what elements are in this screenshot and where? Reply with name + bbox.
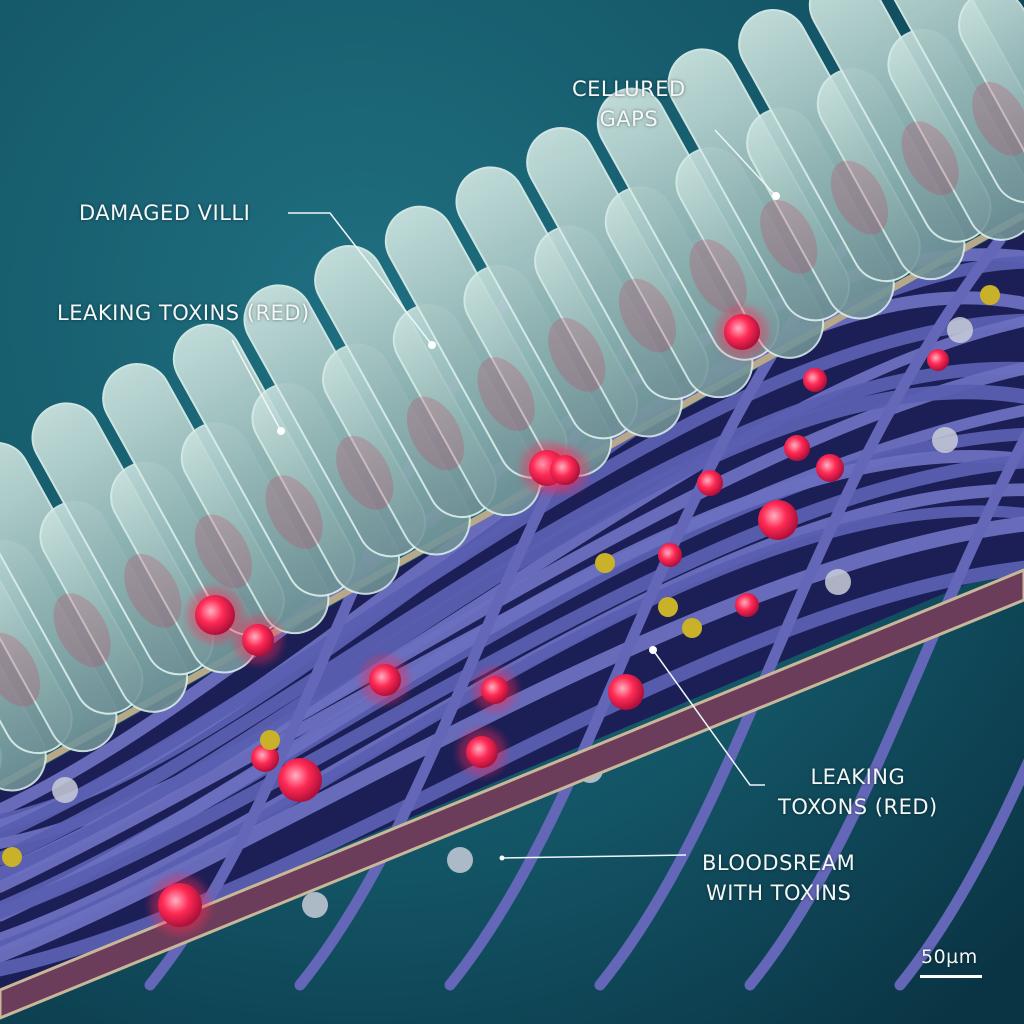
toxin-particle — [608, 674, 644, 710]
white-cell — [52, 777, 78, 803]
cell-stain — [760, 199, 818, 274]
yellow-particle — [2, 847, 22, 867]
toxin-particle — [658, 543, 682, 567]
cell-stain — [618, 278, 676, 353]
cell-stain — [0, 632, 40, 707]
marker-dot — [772, 192, 780, 200]
fiber — [0, 313, 1024, 842]
toxin-particle — [784, 435, 810, 461]
scale-bar-label: 50µm — [921, 946, 978, 968]
white-cell — [947, 317, 973, 343]
cell-stain — [406, 396, 464, 471]
yellow-particle — [260, 730, 280, 750]
yellow-particle — [682, 618, 702, 638]
label-line: WITH TOXINS — [705, 881, 852, 905]
leader-bloodstream — [501, 854, 687, 859]
cell-stain — [124, 553, 182, 628]
white-cell — [447, 847, 473, 873]
fiber — [594, 234, 1006, 991]
fiber — [0, 361, 1024, 866]
label-line: TOXONS (RED) — [778, 795, 938, 819]
fiber — [744, 428, 1024, 991]
cell-body — [958, 0, 1024, 202]
leader-cellured-gaps — [714, 129, 777, 197]
villi-cells — [0, 0, 1024, 794]
cell-stain — [477, 357, 535, 432]
cell-stain — [336, 435, 394, 510]
cell-stain — [548, 317, 606, 392]
cell-stain — [689, 239, 747, 314]
fiber — [0, 449, 1024, 922]
toxin-particle — [927, 349, 949, 371]
cell-stain — [830, 160, 888, 235]
marker-dot — [428, 341, 436, 349]
label-line: BLOODSREAM — [702, 851, 856, 875]
marker-dot — [277, 427, 285, 435]
white-cell — [932, 427, 958, 453]
toxin-particle — [242, 624, 274, 656]
toxin-particle — [724, 314, 760, 350]
label-leaking-toxons: LEAKING TOXONS (RED) — [778, 762, 938, 822]
toxin-particle — [481, 676, 509, 704]
toxin-particle — [803, 368, 827, 392]
cell-stain — [901, 121, 959, 196]
cell-stain — [194, 514, 252, 589]
toxin-particle — [697, 470, 723, 496]
label-line: LEAKING — [810, 765, 906, 789]
label-cellured-gaps: CELLURED GAPS — [572, 74, 686, 134]
cell-stain — [972, 81, 1024, 156]
label-line: CELLURED — [572, 77, 686, 101]
fiber — [0, 384, 1024, 882]
yellow-particle — [658, 597, 678, 617]
scale-bar-line — [920, 975, 982, 978]
white-cell — [302, 892, 328, 918]
label-leaking-toxins: LEAKING TOXINS (RED) — [57, 301, 310, 325]
toxin-particle — [816, 454, 844, 482]
toxin-particle — [550, 455, 580, 485]
yellow-particle — [595, 553, 615, 573]
cell-stain — [53, 593, 111, 668]
toxin-particle — [158, 883, 202, 927]
leader-damaged-villi — [288, 212, 433, 346]
label-line: GAPS — [599, 107, 659, 131]
yellow-particle — [980, 285, 1000, 305]
label-damaged-villi: DAMAGED VILLI — [79, 201, 251, 225]
toxin-particle — [195, 595, 235, 635]
outer-wall — [0, 568, 1024, 1020]
marker-dot — [499, 855, 505, 861]
cell-toxins — [150, 306, 768, 935]
toxin-particle — [369, 664, 401, 696]
fiber — [0, 454, 1024, 919]
bloodstream-toxins — [2, 285, 1000, 918]
label-bloodstream: BLOODSREAM WITH TOXINS — [702, 848, 855, 908]
fiber — [894, 758, 1024, 991]
toxin-particle — [735, 593, 759, 617]
leader-leaking-toxins — [231, 339, 282, 432]
cell-stain — [265, 475, 323, 550]
toxin-particle — [278, 758, 322, 802]
toxin-particle — [251, 744, 279, 772]
leader-leaking-toxons — [652, 649, 765, 786]
marker-dot — [649, 646, 657, 654]
white-cell — [825, 569, 851, 595]
villus-cell — [879, 0, 1024, 204]
toxin-particle — [466, 736, 498, 768]
toxin-particle — [758, 500, 798, 540]
